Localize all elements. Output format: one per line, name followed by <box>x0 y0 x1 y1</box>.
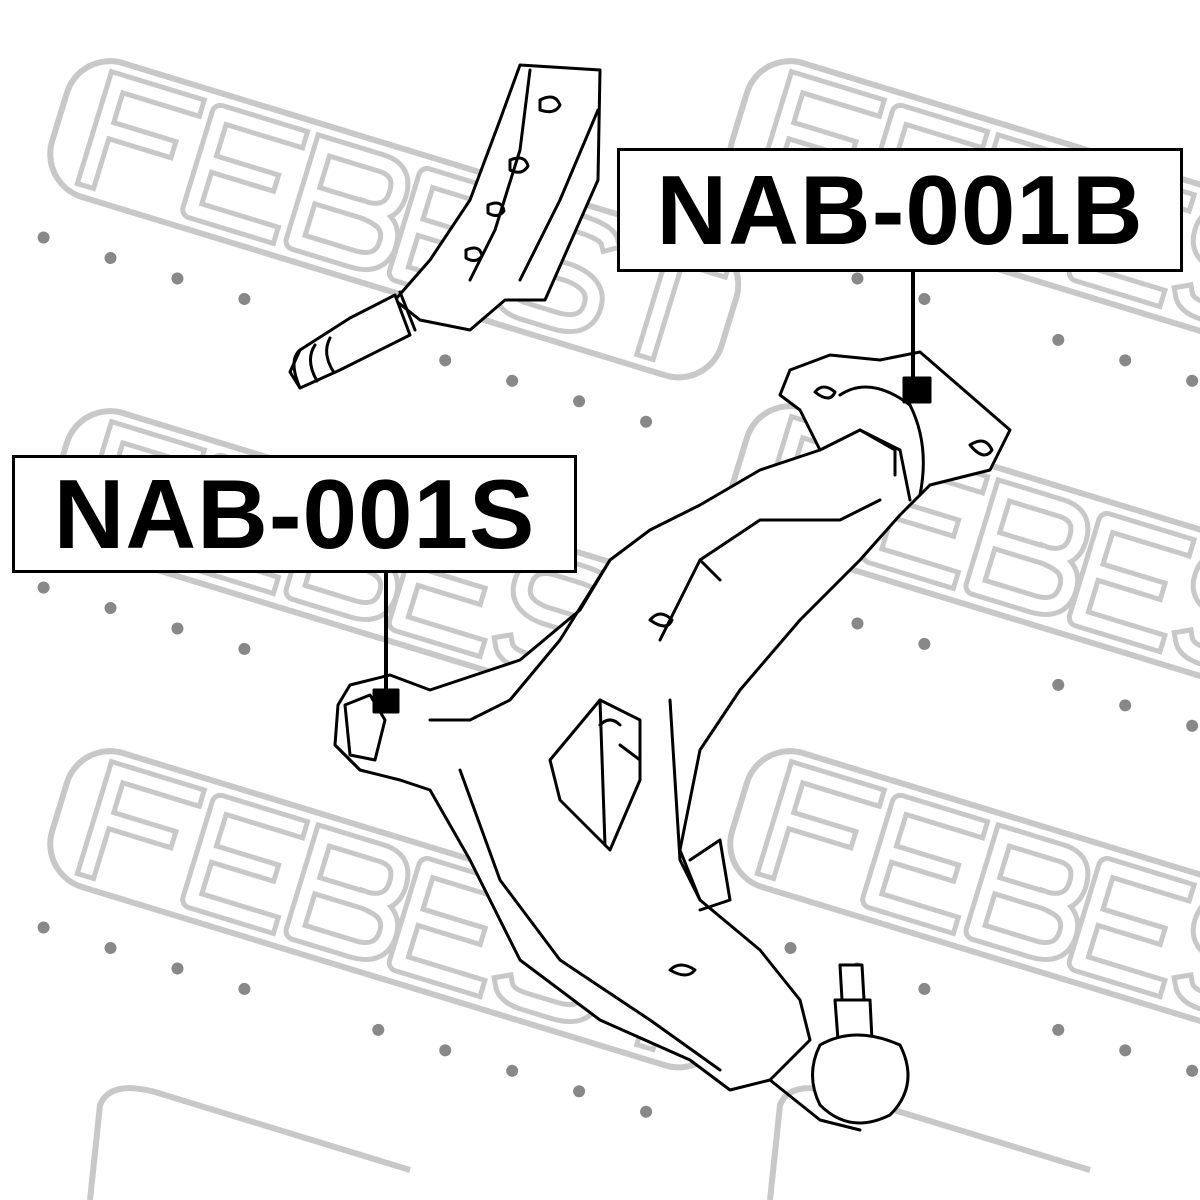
bushing-marker-b <box>902 376 932 404</box>
febest-watermark-logo-partial <box>87 1085 411 1200</box>
part-label-nab-001s: NAB-001S <box>12 455 577 573</box>
part-label-nab-001b: NAB-001B <box>617 148 1183 272</box>
upper-bracket-drawing <box>288 63 602 390</box>
lower-control-arm-drawing <box>333 350 1012 1132</box>
febest-watermark-logo <box>717 748 1200 1077</box>
bushing-marker-s <box>372 688 400 714</box>
